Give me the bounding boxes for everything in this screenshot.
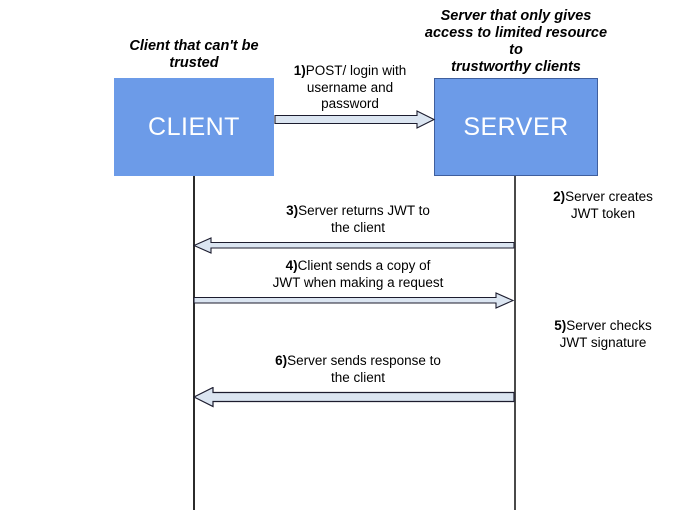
message-3-text: Server returns JWT to the client — [298, 203, 430, 235]
server-lifeline — [514, 176, 516, 510]
message-4-arrow-right[interactable] — [193, 292, 515, 310]
message-4-label: 4)Client sends a copy of JWT when making… — [208, 258, 508, 291]
note-2-text: Server creates JWT token — [565, 189, 653, 221]
message-6-arrow-left[interactable] — [193, 387, 515, 411]
message-6-text: Server sends response to the client — [287, 353, 441, 385]
message-3-arrow-left[interactable] — [193, 237, 515, 255]
message-3-label: 3)Server returns JWT to the client — [208, 203, 508, 236]
message-1-arrow-right[interactable] — [274, 110, 436, 130]
message-6-number: 6) — [275, 353, 288, 368]
server-participant-title: Server that only gives access to limited… — [424, 8, 608, 75]
client-participant-title: Client that can't be trusted — [129, 38, 259, 71]
message-6-label: 6)Server sends response to the client — [208, 353, 508, 386]
client-lifeline — [193, 176, 195, 510]
message-4-text: Client sends a copy of JWT when making a… — [272, 258, 444, 290]
note-5-label: 5)Server checks JWT signature — [528, 318, 678, 351]
note-5-number: 5) — [554, 318, 567, 333]
message-1-number: 1) — [293, 63, 306, 78]
message-1-label: 1)POST/ login with username and password — [268, 63, 432, 113]
message-3-number: 3) — [286, 203, 299, 218]
note-5-text: Server checks JWT signature — [559, 318, 652, 350]
note-2-number: 2) — [553, 189, 566, 204]
note-2-label: 2)Server creates JWT token — [528, 189, 678, 222]
client-box[interactable]: CLIENT — [114, 78, 274, 176]
message-4-number: 4) — [285, 258, 298, 273]
message-1-text: POST/ login with username and password — [305, 63, 407, 111]
server-box[interactable]: SERVER — [434, 78, 598, 176]
